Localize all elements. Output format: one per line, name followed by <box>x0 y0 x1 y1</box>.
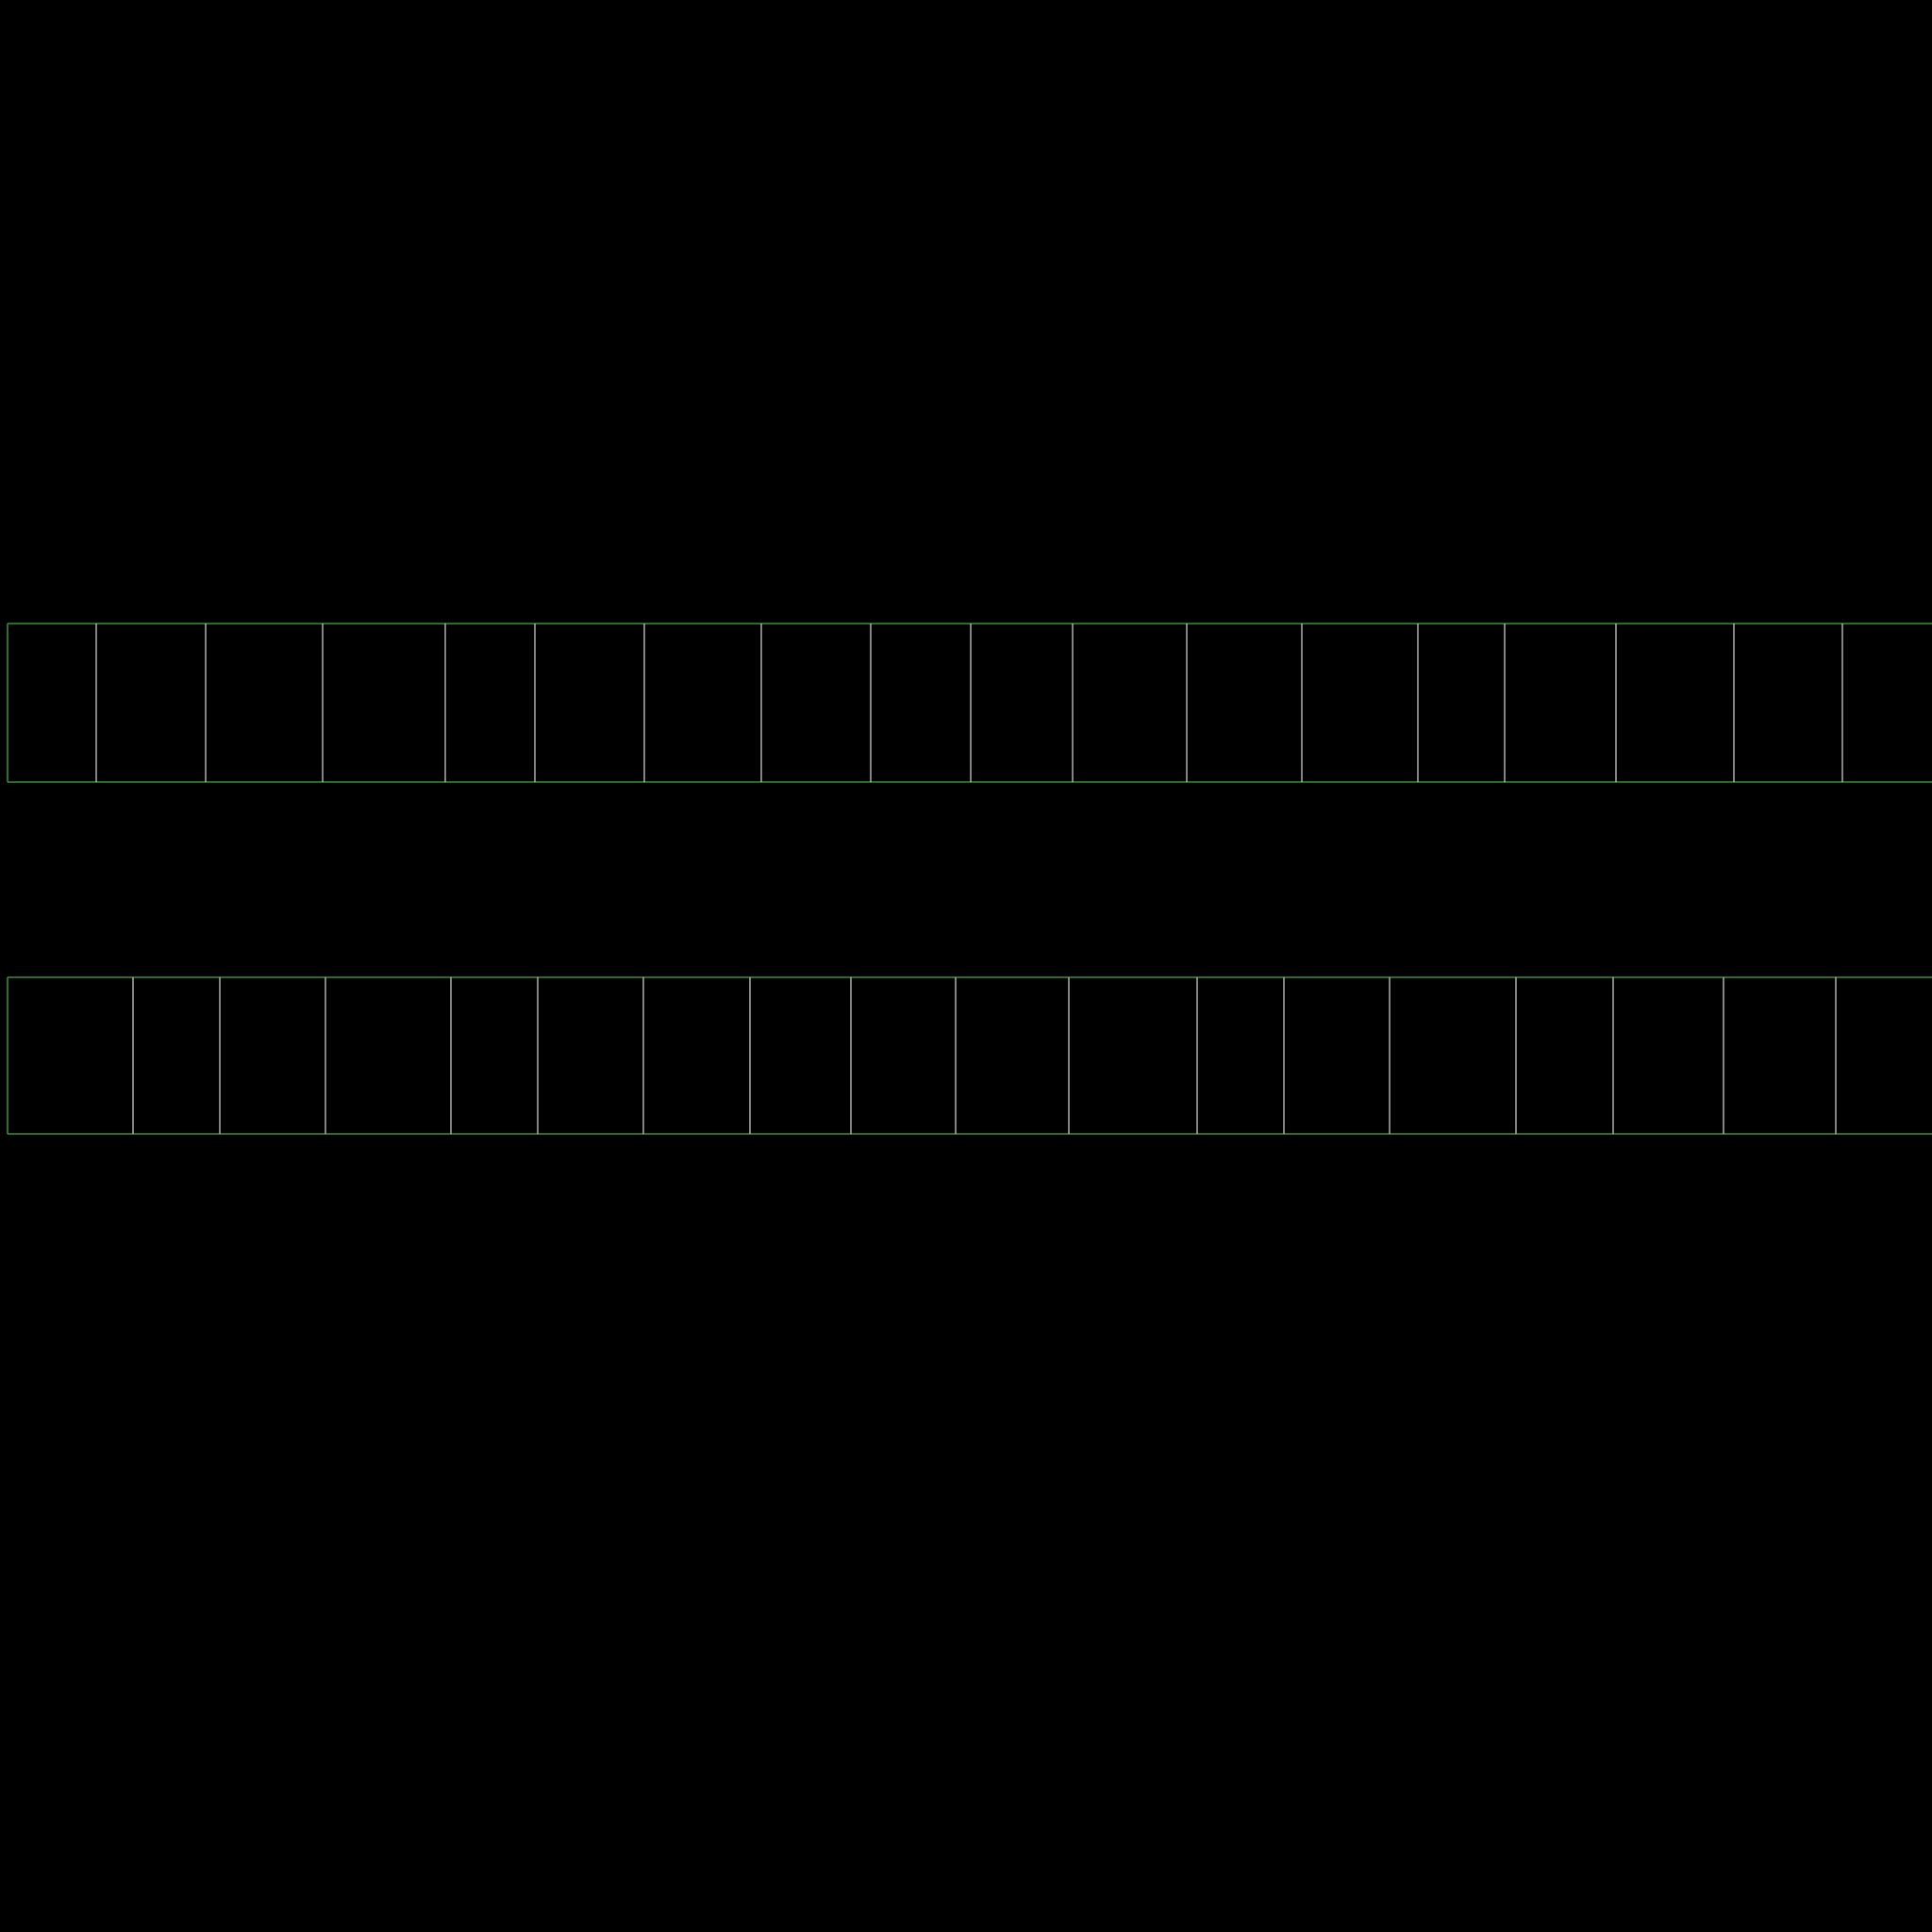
strip-cell <box>761 624 871 782</box>
bottom-strip <box>7 976 1932 1135</box>
strip-cell <box>1616 624 1734 782</box>
strip-cell <box>1302 624 1418 782</box>
strip-cell <box>644 624 761 782</box>
strip-cell <box>220 977 325 1134</box>
strip-cell <box>1197 977 1284 1134</box>
strip-cell <box>1418 624 1505 782</box>
strip-cell <box>750 977 851 1134</box>
strip-cell <box>451 977 538 1134</box>
strip-cell <box>1613 977 1724 1134</box>
strip-cell <box>1842 624 1932 782</box>
strip-cell <box>133 977 220 1134</box>
strip-cell <box>1187 624 1302 782</box>
top-strip <box>7 623 1932 783</box>
strip-cell <box>8 624 96 782</box>
strip-cell <box>1734 624 1842 782</box>
strip-cell <box>1069 977 1197 1134</box>
strip-cell <box>445 624 535 782</box>
strip-cell <box>538 977 643 1134</box>
strip-cell <box>971 624 1073 782</box>
strip-cell <box>206 624 323 782</box>
strip-cell <box>1516 977 1613 1134</box>
strip-cell <box>956 977 1069 1134</box>
strip-cell <box>323 624 445 782</box>
strip-cell <box>96 624 206 782</box>
strip-cell <box>1073 624 1187 782</box>
strip-cell <box>535 624 644 782</box>
strip-cell <box>1505 624 1616 782</box>
strip-cell <box>643 977 750 1134</box>
strip-cell <box>1284 977 1390 1134</box>
strip-cell <box>325 977 451 1134</box>
strip-cell <box>871 624 971 782</box>
strip-cell <box>851 977 956 1134</box>
strip-cell <box>1836 977 1932 1134</box>
strip-cell <box>8 977 133 1134</box>
strip-cell <box>1390 977 1516 1134</box>
strip-cell <box>1724 977 1836 1134</box>
